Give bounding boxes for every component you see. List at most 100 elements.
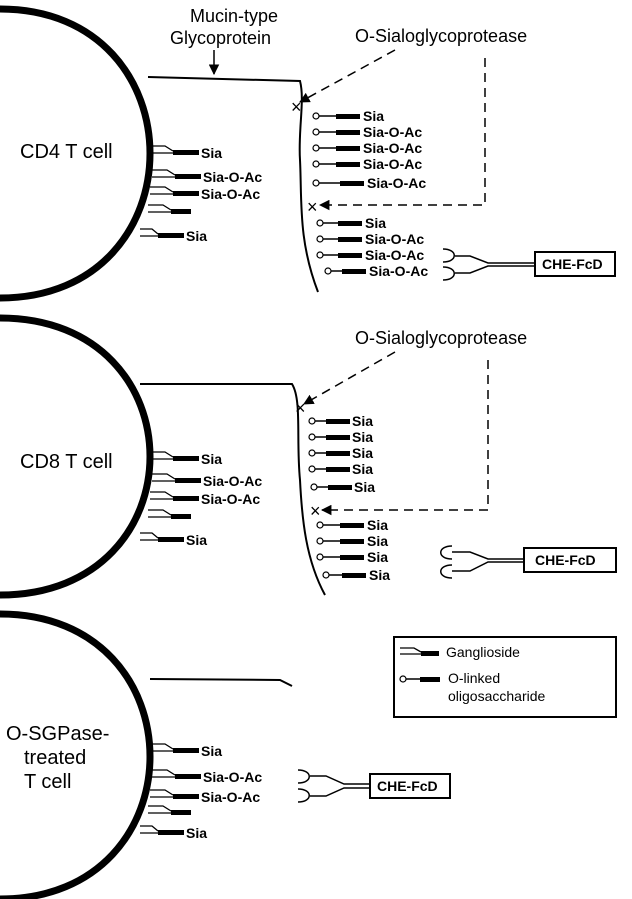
cd8-upper-oligo-2: Sia — [308, 429, 373, 445]
cd8-protease-arrow-1 — [303, 351, 396, 405]
svg-text:Sia-O-Ac: Sia-O-Ac — [203, 473, 262, 489]
cd4-probe-label: CHE-FcD — [542, 256, 603, 272]
panel-cd4: CD4 T cell Mucin-type Glycoprotein O-Sia… — [0, 5, 616, 302]
cd8-probe-label: CHE-FcD — [535, 552, 596, 568]
cd8-cleavage-mark: × — [310, 501, 321, 521]
svg-text:Sia-O-Ac: Sia-O-Ac — [201, 186, 260, 202]
svg-text:Sia-O-Ac: Sia-O-Ac — [365, 231, 424, 247]
cd4-lower-oligo-4: Sia-O-Ac — [324, 263, 428, 279]
svg-text:Sia: Sia — [352, 429, 373, 445]
cd4-cell-label: CD4 T cell — [20, 141, 113, 163]
cd4-ganglioside-2: Sia-O-Ac — [152, 169, 262, 185]
svg-text:Sia: Sia — [367, 549, 388, 565]
legend-oligo-label: oligosaccharide — [448, 688, 545, 704]
cd8-ganglioside-2: Sia-O-Ac — [152, 473, 262, 489]
treated-probe-label: CHE-FcD — [377, 778, 438, 794]
cd8-mucin-glycoprotein — [140, 383, 326, 596]
treated-ganglioside-3: Sia-O-Ac — [150, 789, 260, 805]
svg-text:Sia: Sia — [186, 228, 207, 244]
cd8-upper-oligo-3: Sia — [308, 445, 373, 461]
cd4-ganglioside-3: Sia-O-Ac — [150, 186, 260, 202]
treated-ganglioside-bare — [148, 805, 191, 815]
svg-text:Sia: Sia — [367, 533, 388, 549]
cd4-protease-label: O-Sialoglycoprotease — [355, 26, 527, 46]
panel-cd8: CD8 T cell O-Sialoglycoprotease × × Sia … — [0, 314, 617, 599]
cd4-upper-oligo-4: Sia-O-Ac — [312, 156, 422, 172]
svg-text:Sia-O-Ac: Sia-O-Ac — [203, 169, 262, 185]
cd8-cell-label: CD8 T cell — [20, 451, 113, 473]
svg-text:Sia: Sia — [352, 413, 373, 429]
legend-ganglioside-label: Ganglioside — [446, 644, 520, 660]
cd8-protease-arrow-2 — [320, 360, 489, 516]
legend-ganglioside-symbol — [400, 647, 439, 656]
cd4-lower-oligo-2: Sia-O-Ac — [316, 231, 424, 247]
svg-text:Sia-O-Ac: Sia-O-Ac — [369, 263, 428, 279]
legend-oligo-label: O-linked — [448, 670, 500, 686]
svg-text:Sia: Sia — [201, 743, 222, 759]
svg-text:Sia-O-Ac: Sia-O-Ac — [363, 156, 422, 172]
cd4-ganglioside-4: Sia — [140, 228, 207, 244]
treated-ganglioside-1: Sia — [150, 743, 222, 759]
svg-text:Sia: Sia — [369, 567, 390, 583]
svg-text:Sia: Sia — [354, 479, 375, 495]
cd4-upper-oligo-1: Sia — [312, 108, 384, 124]
svg-text:Sia: Sia — [352, 461, 373, 477]
cd8-upper-oligo-4: Sia — [308, 461, 373, 477]
svg-text:Sia: Sia — [201, 145, 222, 161]
cd8-protease-label: O-Sialoglycoprotease — [355, 328, 527, 348]
cd4-cell-membrane — [0, 5, 154, 302]
cd4-lower-oligo-1: Sia — [316, 215, 386, 231]
cd8-lower-oligo-3: Sia — [316, 549, 388, 565]
cd4-ganglioside-bare — [148, 204, 191, 214]
cd4-cleavage-mark: × — [307, 197, 318, 217]
cd8-che-fcd-probe: CHE-FcD — [440, 545, 617, 579]
cd8-ganglioside-bare — [148, 509, 191, 519]
svg-text:Sia: Sia — [186, 825, 207, 841]
cd8-lower-oligo-1: Sia — [316, 517, 388, 533]
treated-ganglioside-4: Sia — [140, 825, 207, 841]
cd8-ganglioside-4: Sia — [140, 532, 207, 548]
cd4-upper-oligo-2: Sia-O-Ac — [312, 124, 422, 140]
cd8-lower-oligo-4: Sia — [322, 567, 390, 583]
cd8-cleavage-mark: × — [295, 398, 306, 418]
treated-cell-label: O-SGPase- — [6, 723, 109, 745]
cd4-ganglioside-1: Sia — [150, 145, 222, 161]
cd8-ganglioside-1: Sia — [150, 451, 222, 467]
treated-ganglioside-2: Sia-O-Ac — [152, 769, 262, 785]
legend-oligo-symbol — [399, 675, 440, 683]
cd8-upper-oligo-5: Sia — [310, 479, 375, 495]
cd4-upper-oligo-5: Sia-O-Ac — [312, 175, 426, 191]
treated-che-fcd-probe: CHE-FcD — [297, 769, 451, 803]
legend: Ganglioside O-linked oligosaccharide — [393, 636, 617, 718]
treated-cell-membrane — [0, 610, 154, 899]
svg-text:Sia: Sia — [201, 451, 222, 467]
svg-text:Sia-O-Ac: Sia-O-Ac — [201, 789, 260, 805]
cd8-cell-membrane — [0, 314, 154, 599]
svg-text:Sia: Sia — [363, 108, 384, 124]
svg-text:Sia: Sia — [367, 517, 388, 533]
cd4-upper-oligo-3: Sia-O-Ac — [312, 140, 422, 156]
treated-truncated-glycoprotein — [149, 678, 293, 687]
svg-text:Sia-O-Ac: Sia-O-Ac — [365, 247, 424, 263]
svg-text:Sia-O-Ac: Sia-O-Ac — [367, 175, 426, 191]
svg-text:Sia: Sia — [352, 445, 373, 461]
svg-text:Sia-O-Ac: Sia-O-Ac — [203, 769, 262, 785]
svg-text:Sia: Sia — [186, 532, 207, 548]
cd4-protease-arrow-1 — [299, 49, 396, 103]
cd4-cleavage-mark: × — [291, 97, 302, 117]
svg-text:Sia-O-Ac: Sia-O-Ac — [363, 124, 422, 140]
cd4-che-fcd-probe: CHE-FcD — [442, 248, 616, 281]
svg-text:Sia-O-Ac: Sia-O-Ac — [201, 491, 260, 507]
svg-text:Sia-O-Ac: Sia-O-Ac — [363, 140, 422, 156]
cd8-upper-oligo-1: Sia — [308, 413, 373, 429]
cd8-ganglioside-3: Sia-O-Ac — [150, 491, 260, 507]
panel-treated: O-SGPase- treated T cell Sia Sia-O-Ac Si… — [0, 610, 617, 899]
mucin-label: Mucin-type — [190, 6, 278, 26]
cd4-protease-arrow-2 — [318, 58, 486, 211]
svg-text:Sia: Sia — [365, 215, 386, 231]
treated-cell-label: treated — [24, 747, 86, 769]
cd4-lower-oligo-3: Sia-O-Ac — [316, 247, 424, 263]
treated-cell-label: T cell — [24, 771, 71, 793]
